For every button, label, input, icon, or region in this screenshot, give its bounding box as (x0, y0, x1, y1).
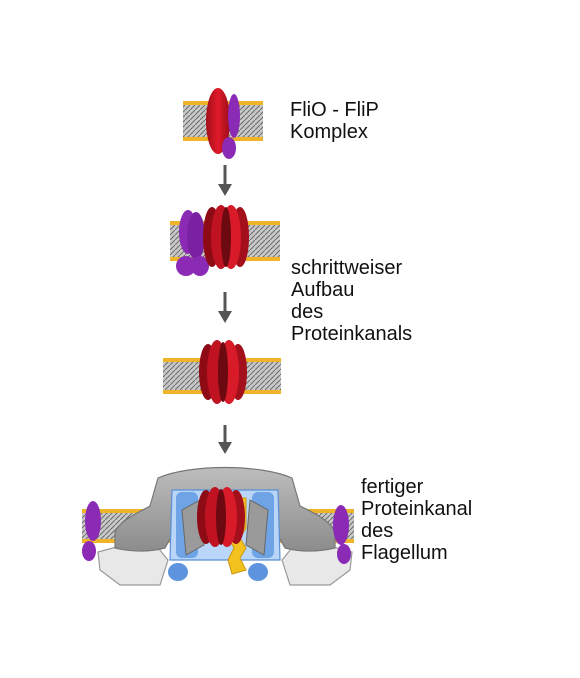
inner-block-right (246, 500, 268, 555)
blue-lobe-right (248, 563, 268, 581)
fliO-fliP-complex (183, 88, 263, 159)
label-stepwise-assembly: schrittweiser Aufbau des Proteinkanals (291, 257, 412, 345)
finished-flagellum-channel (82, 468, 354, 586)
fliP-ring (203, 205, 249, 269)
arrow-1 (218, 165, 232, 196)
blue-lobe-left (168, 563, 188, 581)
assembly-stage-2 (163, 340, 281, 404)
fliO-protein-tail (222, 137, 236, 159)
fliP-channel (199, 340, 247, 404)
arrow-3 (218, 425, 232, 454)
fliO-protein (228, 94, 240, 138)
assembly-stage-1 (170, 205, 280, 276)
label-fliO-fliP-complex: FliO - FliP Komplex (290, 99, 379, 143)
arrow-2 (218, 292, 232, 323)
label-finished-channel: fertiger Proteinkanal des Flagellum (361, 476, 472, 564)
fliP-core (197, 487, 245, 547)
